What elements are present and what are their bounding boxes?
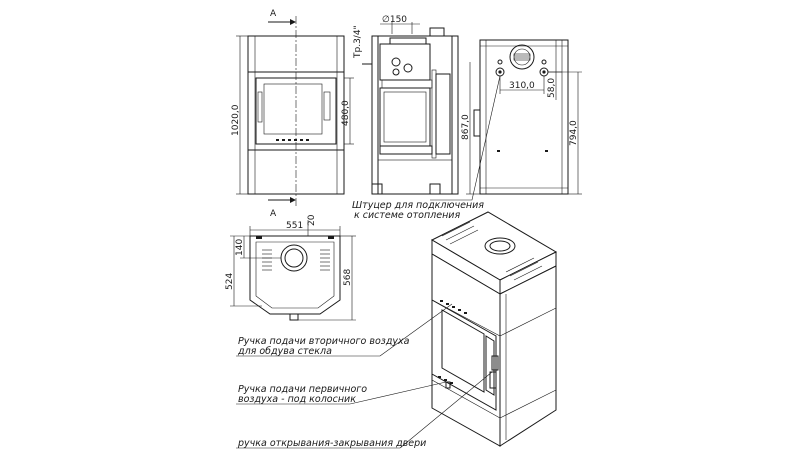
annotation-door-handle: ручка открывания-закрывания двери	[237, 438, 426, 449]
isometric-view	[430, 211, 558, 447]
dim-flue-diameter: ∅150	[382, 15, 407, 25]
dim-pipe-offset: 58,0	[547, 78, 557, 98]
annotation-primary-air-1: Ручка подачи первичного	[238, 384, 367, 395]
annotation-primary-air-2: воздуха - под колосник	[238, 394, 356, 405]
dim-plan-left-depth: 524	[225, 273, 235, 290]
annotation-secondary-air-1: Ручка подачи вторичного воздуха	[238, 336, 410, 347]
dim-plan-width: 551	[286, 221, 303, 231]
section-view: ∅150 Тр.3/4"	[353, 15, 459, 195]
dim-pipe-height: 794,0	[569, 120, 579, 146]
front-view: A A 1020,0 480,0	[231, 9, 354, 219]
dim-inlet-height: 867,0	[461, 114, 471, 140]
section-mark-top: A	[270, 9, 277, 19]
dim-door-height: 480,0	[341, 100, 351, 126]
section-mark-bottom: A	[270, 209, 277, 219]
dim-thread: Тр.3/4"	[353, 25, 363, 59]
dim-plan-flue: 140	[235, 239, 245, 256]
plan-view: 551 20 140 524 568	[225, 214, 356, 321]
dim-front-height: 1020,0	[231, 104, 241, 136]
annotation-heating-fitting-1: Штуцер для подключения	[352, 200, 484, 211]
dim-plan-offset: 20	[307, 214, 317, 226]
annotation-secondary-air-2: для обдува стекла	[237, 346, 332, 357]
dim-pipe-spacing: 310,0	[509, 81, 535, 91]
dim-plan-right-depth: 568	[343, 269, 353, 286]
callouts	[236, 303, 493, 449]
side-view: 310,0 58,0 794,0 867,0	[430, 39, 582, 201]
annotation-heating-fitting-2: к системе отопления	[354, 210, 460, 221]
